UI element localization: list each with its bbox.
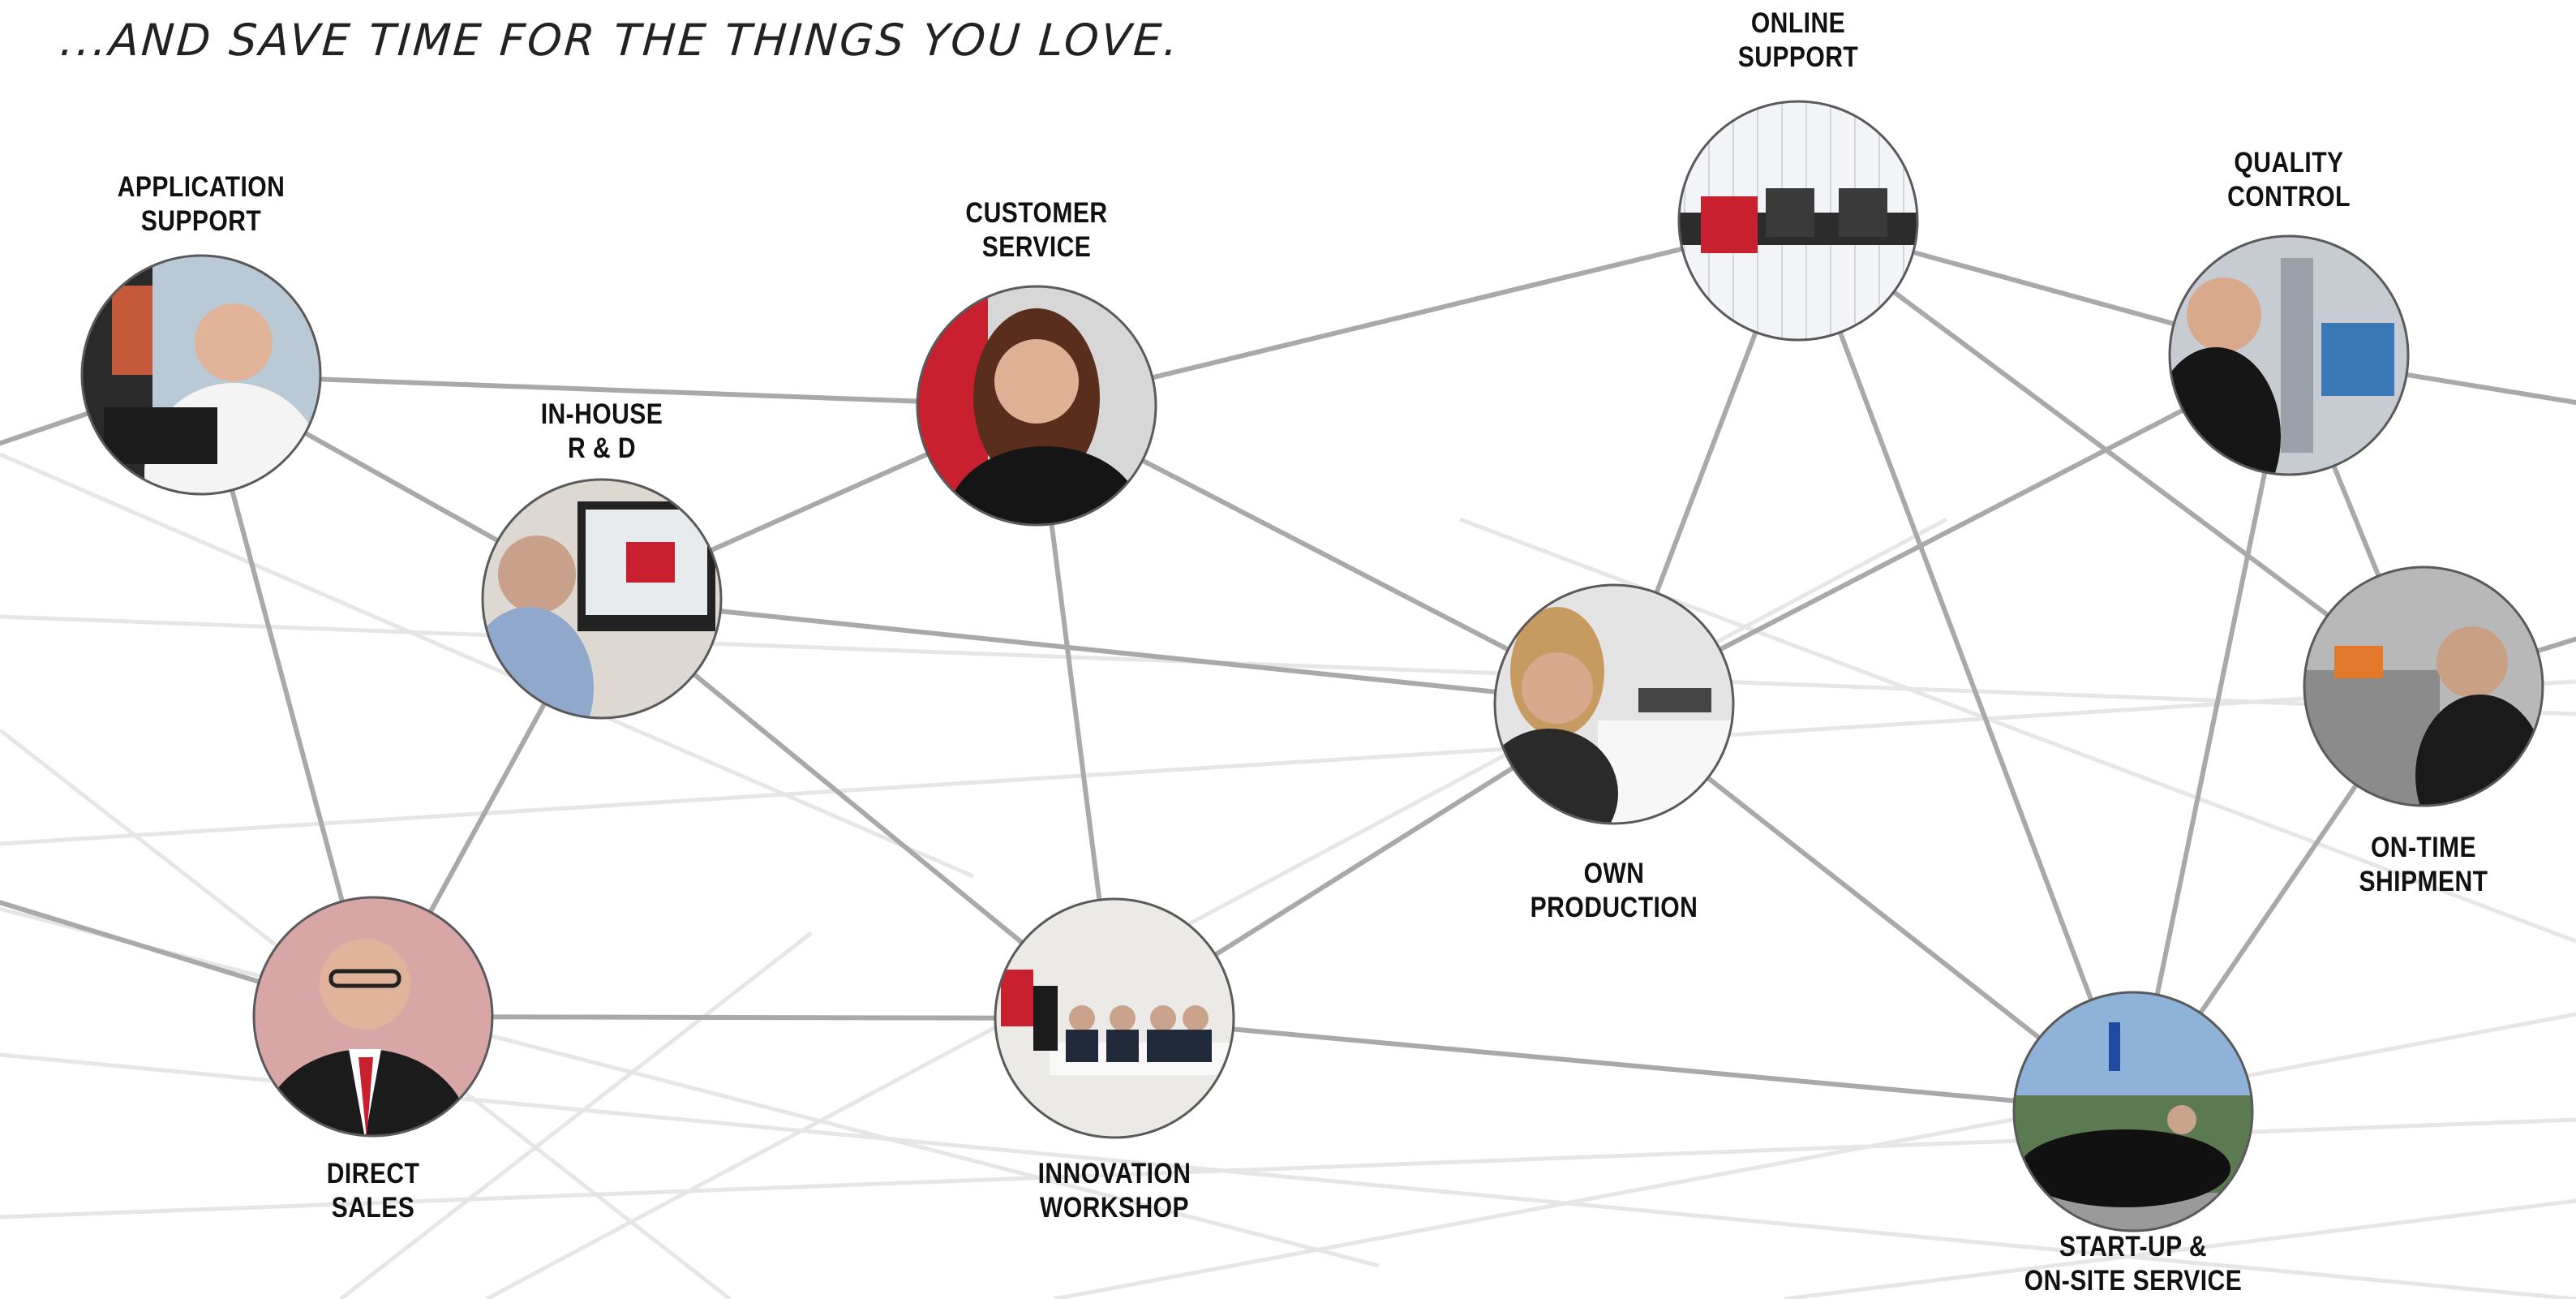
label-line: ON-SITE SERVICE	[2024, 1265, 2243, 1297]
tagline: ...AND SAVE TIME FOR THE THINGS YOU LOVE…	[58, 15, 1183, 66]
label-line: WORKSHOP	[1039, 1192, 1190, 1224]
connector-innovation-workshop--start-up-on-site-service	[1114, 1016, 2134, 1114]
worker-assembling-sensors-photo	[1495, 585, 1733, 824]
label-start-up-on-site-service: START-UP &ON-SITE SERVICE	[1986, 1230, 2279, 1298]
node-border	[994, 897, 1235, 1139]
label-line: START-UP &	[2059, 1231, 2208, 1262]
label-line: SUPPORT	[1737, 41, 1859, 73]
connector-customer-service--online-support	[1036, 218, 1799, 408]
node-border	[481, 478, 723, 720]
connector-in-house-rd--own-production	[601, 596, 1615, 707]
label-line: SALES	[331, 1192, 415, 1224]
node-border	[916, 285, 1157, 527]
connector-application-support--customer-service	[200, 372, 1037, 408]
label-line: ON-TIME	[2370, 832, 2477, 863]
node-own-production	[1493, 583, 1735, 825]
photo-nodes	[80, 100, 2544, 1232]
node-direct-sales	[252, 896, 494, 1138]
label-line: R & D	[567, 432, 637, 464]
label-line: PRODUCTION	[1530, 892, 1698, 923]
node-start-up-on-site-service	[2012, 991, 2254, 1232]
node-innovation-workshop	[994, 897, 1235, 1139]
label-line: ONLINE	[1750, 7, 1846, 39]
connector-direct-sales--innovation-workshop	[372, 1014, 1115, 1021]
label-line: DIRECT	[326, 1158, 420, 1189]
label-line: CUSTOMER	[965, 197, 1108, 229]
label-line: APPLICATION	[117, 171, 286, 203]
label-line: INNOVATION	[1037, 1158, 1191, 1189]
label-line: SHIPMENT	[2359, 866, 2488, 897]
node-border	[2012, 991, 2254, 1232]
node-border	[252, 896, 494, 1138]
3d-rendering-of-linear-actuators-photo	[1679, 101, 1917, 340]
node-border	[2303, 566, 2544, 807]
label-line: CONTROL	[2227, 181, 2351, 213]
label-line: IN-HOUSE	[540, 398, 663, 430]
node-application-support	[80, 254, 322, 496]
node-on-time-shipment	[2303, 566, 2544, 807]
connector-quality-control--own-production	[1612, 353, 2290, 707]
worker-packing-parcels-photo	[2304, 567, 2543, 806]
node-border	[2168, 234, 2410, 476]
node-online-support	[1677, 100, 1919, 342]
technician-with-headset-at-desk-photo	[82, 256, 320, 494]
node-in-house-rd	[481, 478, 723, 720]
inspector-at-test-station-photo	[2170, 236, 2408, 475]
team-meeting-in-conference-room-photo	[995, 899, 1234, 1138]
connector-online-support--start-up-on-site-service	[1796, 219, 2136, 1113]
label-line: OWN	[1583, 858, 1645, 889]
node-border	[80, 254, 322, 496]
label-line: QUALITY	[2234, 147, 2344, 179]
node-quality-control	[2168, 234, 2410, 476]
node-customer-service	[916, 285, 1157, 527]
label-line: SERVICE	[981, 231, 1092, 263]
engineer-viewing-encoder-cad-model-photo	[483, 480, 721, 718]
node-border	[1677, 100, 1919, 342]
connector-online-support--on-time-shipment	[1797, 218, 2425, 689]
connector-quality-control--start-up-on-site-service	[2131, 355, 2291, 1112]
salesman-portrait-photo	[254, 897, 492, 1136]
smiling-agent-with-headset-photo	[917, 286, 1156, 525]
label-line: SUPPORT	[140, 205, 262, 237]
node-border	[1493, 583, 1735, 825]
